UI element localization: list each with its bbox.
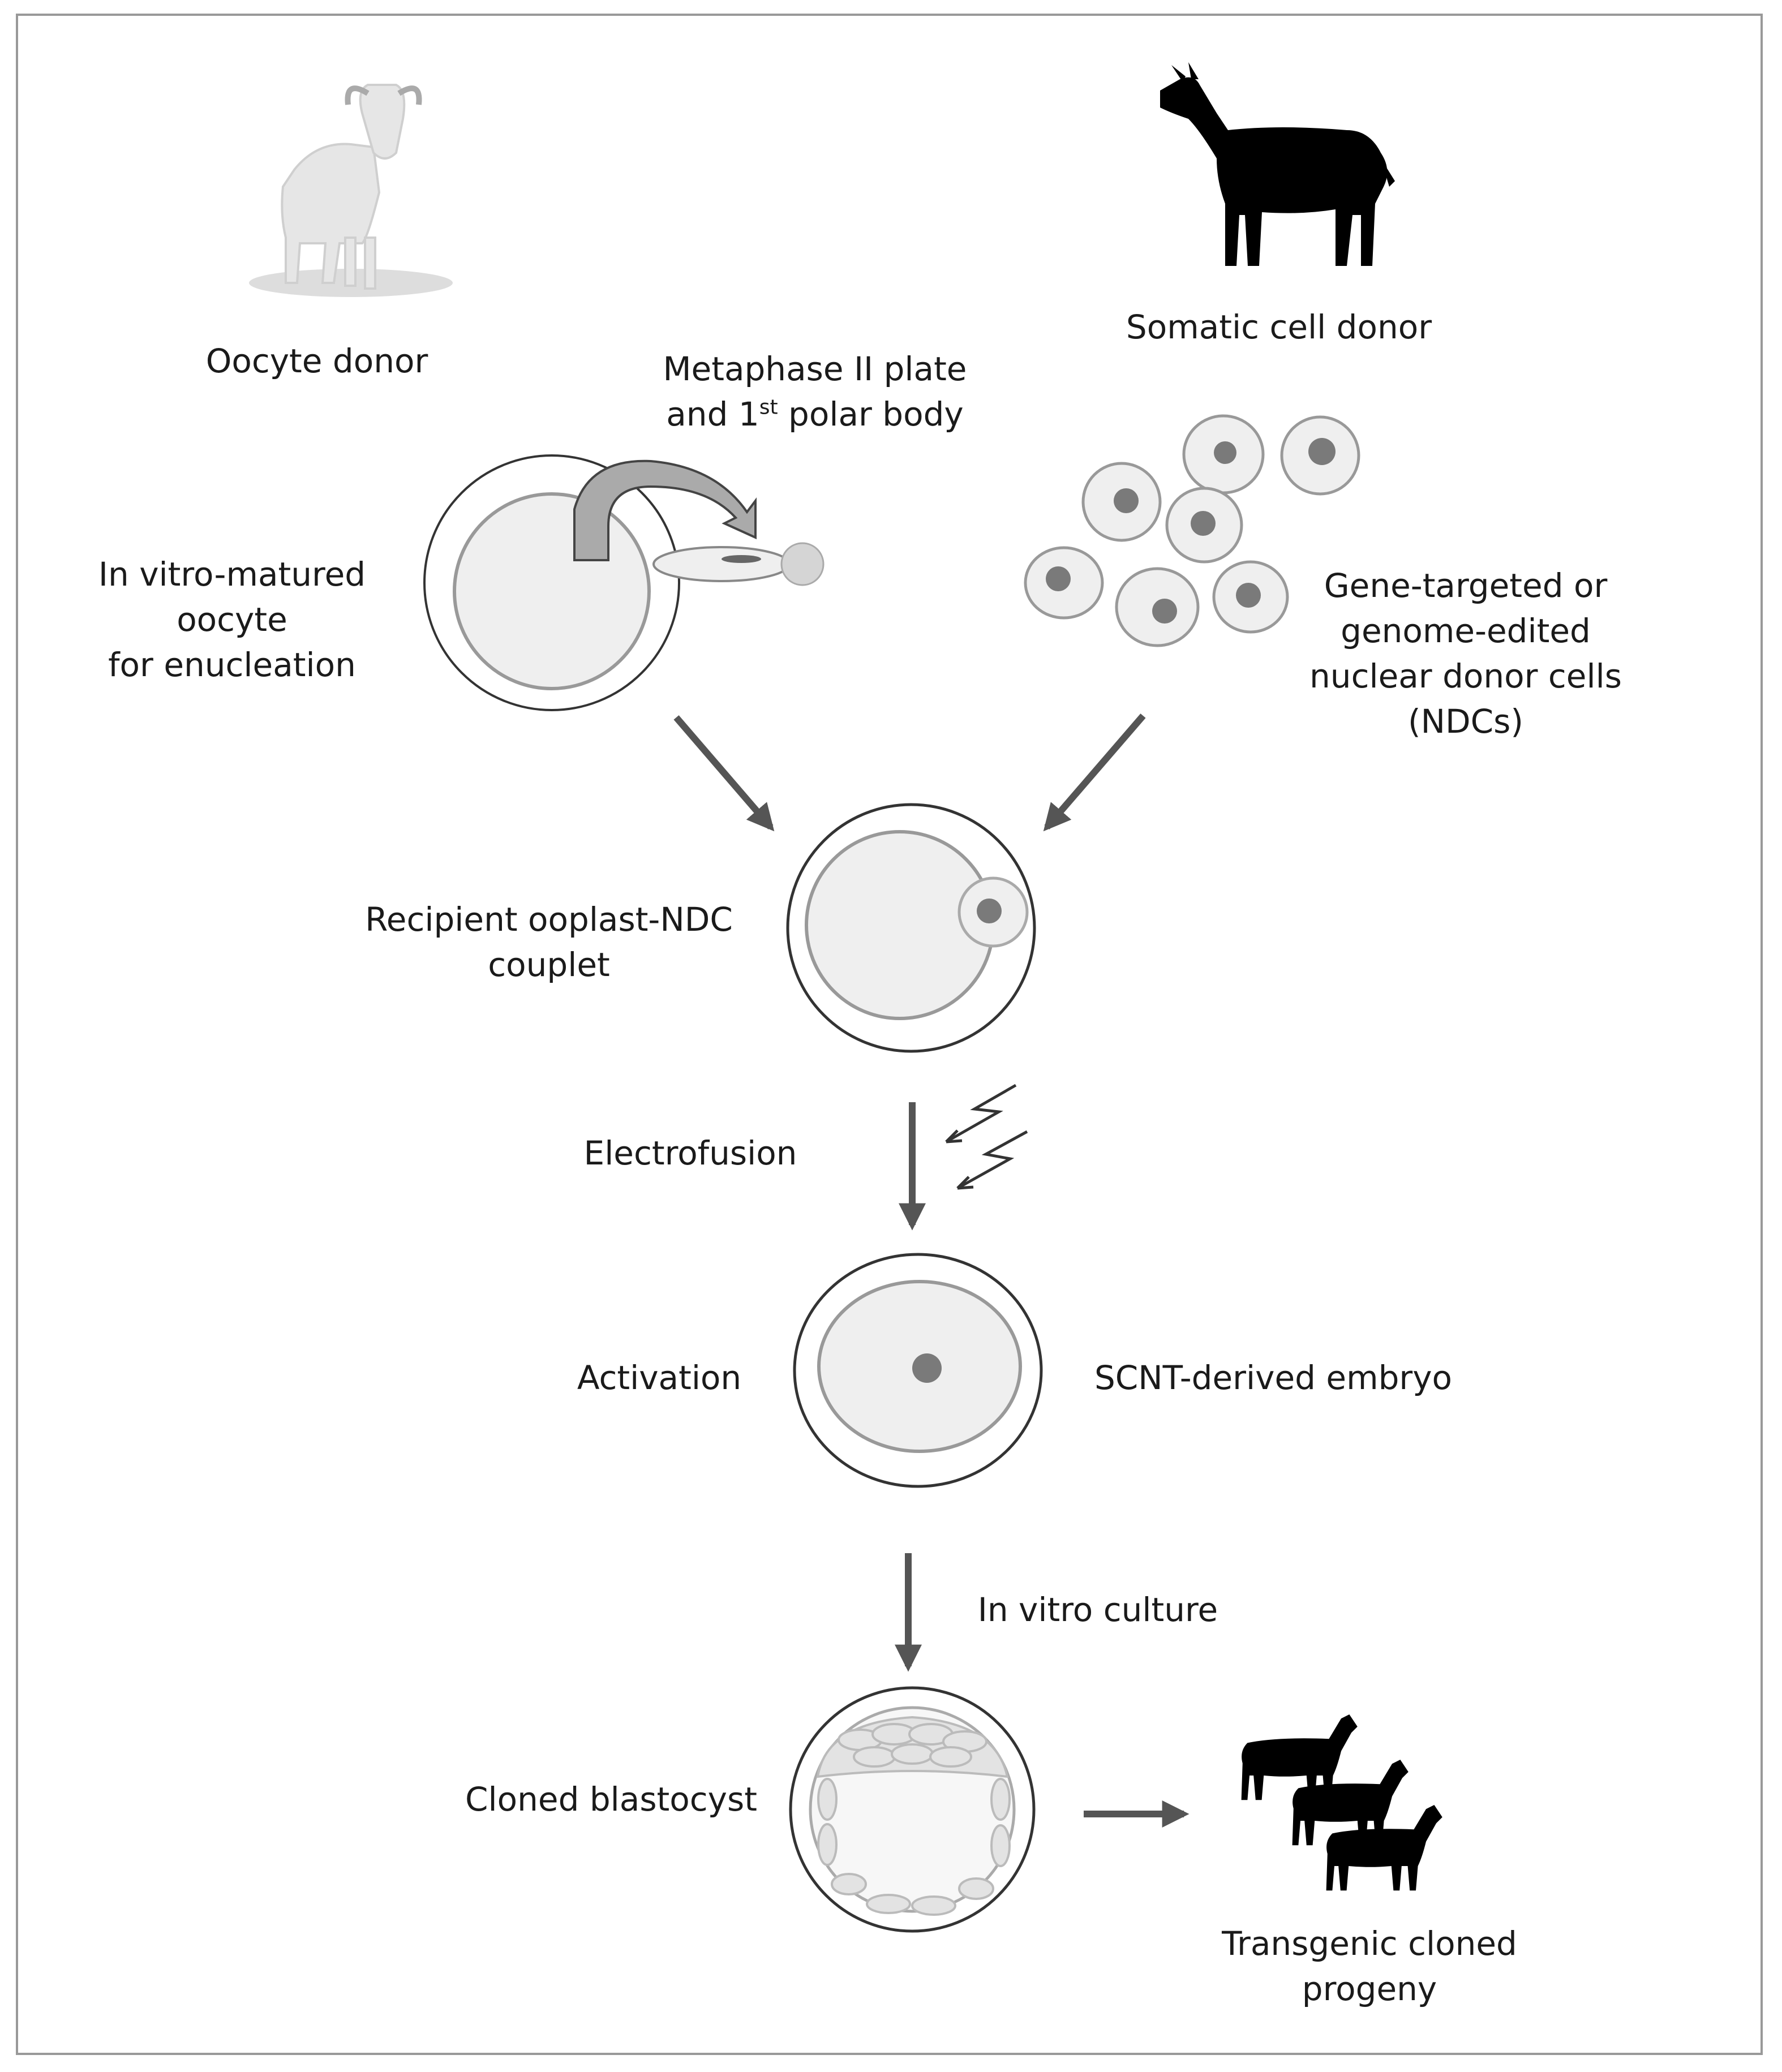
in-vitro-matured-line2: oocyte <box>177 600 287 639</box>
oocyte-donor-label: Oocyte donor <box>205 342 428 380</box>
oocyte-cell <box>423 454 680 711</box>
somatic-cell-donor-label: Somatic cell donor <box>1126 308 1432 346</box>
couplet-label-line1: Recipient ooplast-NDC <box>365 900 733 939</box>
arrow-ndc-to-couplet <box>1043 713 1146 832</box>
in-vitro-matured-line1: In vitro-matured <box>98 555 366 594</box>
metaphase-plate <box>652 542 825 586</box>
scnt-embryo-label: SCNT-derived embryo <box>1094 1359 1453 1397</box>
electrofusion-label: Electrofusion <box>583 1134 797 1172</box>
couplet-cell <box>786 803 1036 1053</box>
white-goat-icon <box>249 84 453 297</box>
metaphase-label-line1: Metaphase II plate <box>663 350 967 388</box>
couplet-label-line2: couplet <box>488 945 610 984</box>
black-goat-icon <box>1160 62 1395 266</box>
lightning-icon <box>945 1084 1028 1190</box>
metaphase-label-line2: and 1st polar body <box>666 395 964 433</box>
couplet-label: Recipient ooplast-NDC couplet <box>351 897 747 987</box>
progeny-label-line2: progeny <box>1302 1970 1437 2008</box>
blastocyst-cell <box>789 1686 1036 1933</box>
scnt-embryo-cell <box>793 1253 1043 1488</box>
arrow-oocyte-to-couplet <box>673 715 775 832</box>
in-vitro-matured-line3: for enucleation <box>108 646 356 684</box>
progeny-label: Transgenic cloned progeny <box>1200 1921 1539 2011</box>
ndc-label-line4: (NDCs) <box>1407 702 1524 741</box>
in-vitro-matured-label: In vitro-matured oocyte for enucleation <box>74 552 390 687</box>
activation-label: Activation <box>577 1359 742 1397</box>
cloned-blastocyst-label: Cloned blastocyst <box>465 1780 757 1819</box>
progeny-label-line1: Transgenic cloned <box>1222 1924 1517 1963</box>
three-black-goats-icon <box>1241 1714 1442 1891</box>
metaphase-label: Metaphase II plate and 1st polar body <box>639 346 990 437</box>
ndc-label: Gene-targeted or genome-edited nuclear d… <box>1290 563 1641 744</box>
ndc-label-line2: genome-edited <box>1341 612 1591 650</box>
ndc-label-line1: Gene-targeted or <box>1324 566 1608 605</box>
in-vitro-culture-label: In vitro culture <box>977 1590 1218 1629</box>
nuclear-donor-cells <box>1024 414 1360 647</box>
ndc-label-line3: nuclear donor cells <box>1309 657 1622 695</box>
enucleation-curved-arrow <box>573 459 757 561</box>
